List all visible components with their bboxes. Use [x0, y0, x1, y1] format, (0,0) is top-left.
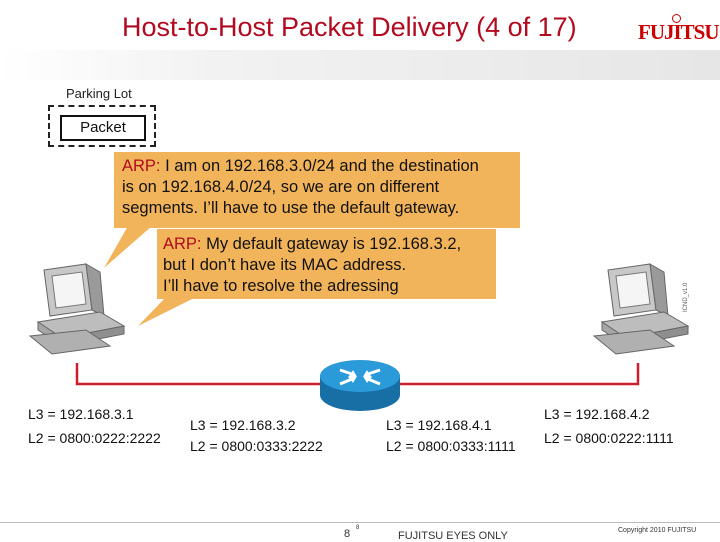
bubble-1-tail — [104, 226, 152, 268]
footer-divider — [0, 522, 720, 523]
packet-label: Packet — [60, 115, 146, 141]
pc-icon — [28, 263, 126, 355]
link-right — [398, 363, 640, 386]
host-left-l3: L3 = 192.168.3.1 — [28, 406, 134, 422]
arp-callout-1-line-3: segments. I’ll have to use the default g… — [122, 199, 460, 217]
router-left-l3: L3 = 192.168.3.2 — [190, 417, 296, 433]
footer-classification: FUJITSU EYES ONLY — [398, 530, 508, 542]
router-icon — [320, 360, 400, 411]
arp-callout-1 — [114, 152, 520, 228]
figure-id: ICND_v1.0 — [683, 282, 689, 312]
router-right-l3: L3 = 192.168.4.1 — [386, 417, 492, 433]
link-left — [75, 363, 322, 386]
fujitsu-logo-mark — [672, 14, 681, 23]
footer-copyright: Copyright 2010 FUJITSU — [618, 527, 697, 534]
arp-callout-2-line-2: but I don’t have its MAC address. — [163, 256, 407, 274]
slide-title: Host-to-Host Packet Delivery (4 of 17) — [122, 12, 577, 42]
page-number-superscript: 8 — [356, 525, 360, 531]
host-left-l2: L2 = 0800:0222:2222 — [28, 430, 161, 446]
pc-icon — [592, 263, 690, 355]
fujitsu-logo: FUJITSU — [638, 20, 720, 44]
page-number: 8 — [344, 528, 351, 540]
arp-callout-2 — [157, 229, 496, 299]
host-right-l2: L2 = 0800:0222:1111 — [544, 430, 674, 446]
bubble-2-tail — [138, 297, 196, 326]
router-left-l2: L2 = 0800:0333:2222 — [190, 438, 323, 454]
arp-prefix: ARP: — [163, 235, 202, 253]
arp-callout-2-line-3: I’ll have to resolve the adressing — [163, 277, 399, 295]
host-right-l3: L3 = 192.168.4.2 — [544, 406, 650, 422]
parking-lot-box — [48, 105, 156, 147]
arp-callout-1-line-2: is on 192.168.4.0/24, so we are on diffe… — [122, 178, 440, 196]
arp-prefix: ARP: — [122, 157, 161, 175]
arp-callout-1-line-1: ARP: I am on 192.168.3.0/24 and the dest… — [122, 157, 479, 175]
parking-lot-label: Parking Lot — [66, 86, 132, 101]
header-band — [0, 50, 720, 80]
arp-callout-2-line-1: ARP: My default gateway is 192.168.3.2, — [163, 235, 462, 253]
router-right-l2: L2 = 0800:0333:1111 — [386, 438, 516, 454]
